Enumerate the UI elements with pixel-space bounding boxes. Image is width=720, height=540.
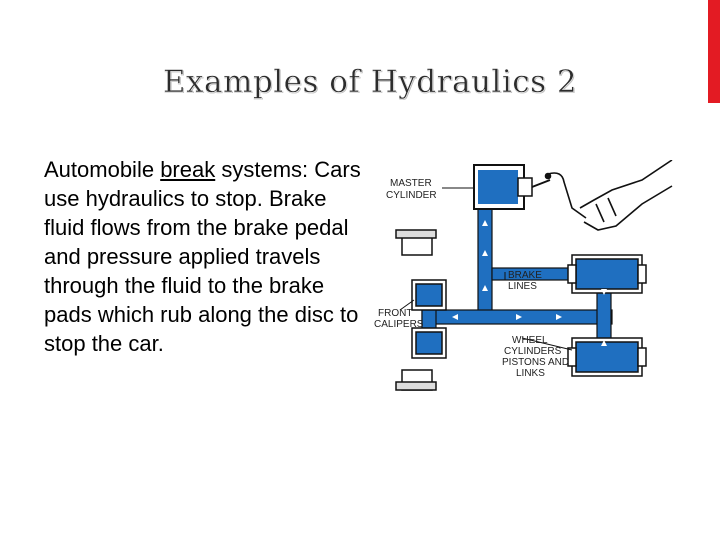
label-brake-lines-2: LINES xyxy=(508,281,537,292)
label-wheel-cyl-3: PISTONS AND xyxy=(502,357,569,368)
diagram-labels: MASTER CYLINDER BRAKE LINES FRONT CALIPE… xyxy=(374,178,573,379)
label-front-calipers-2: CALIPERS xyxy=(374,319,424,330)
wheel-cylinder-bottom xyxy=(567,337,647,377)
body-keyword: break xyxy=(160,157,216,182)
label-wheel-cyl-2: CYLINDERS xyxy=(504,346,562,357)
accent-bar xyxy=(708,0,720,103)
brake-pedal xyxy=(544,160,673,231)
label-master-2: CYLINDER xyxy=(386,190,437,201)
brake-system-diagram: MASTER CYLINDER BRAKE LINES FRONT CALIPE… xyxy=(374,160,673,391)
slide-title: Examples of Hydraulics 2 xyxy=(162,64,578,100)
label-master-1: MASTER xyxy=(390,178,432,189)
left-wheel xyxy=(395,229,437,391)
label-brake-lines-1: BRAKE xyxy=(508,270,542,281)
label-front-calipers-1: FRONT xyxy=(378,308,412,319)
body-prefix: Automobile xyxy=(44,157,161,182)
master-cylinder xyxy=(473,164,551,210)
flow-arrows xyxy=(452,220,607,346)
front-calipers xyxy=(411,279,447,359)
body-rest: systems: Cars use hydraulics to stop. Br… xyxy=(44,157,361,356)
body-text: Automobile break systems: Cars use hydra… xyxy=(44,155,364,358)
label-wheel-cyl-4: LINKS xyxy=(516,368,545,379)
label-wheel-cyl-1: WHEEL xyxy=(512,335,548,346)
wheel-cylinder-top xyxy=(567,254,647,294)
foot-icon xyxy=(579,160,673,231)
